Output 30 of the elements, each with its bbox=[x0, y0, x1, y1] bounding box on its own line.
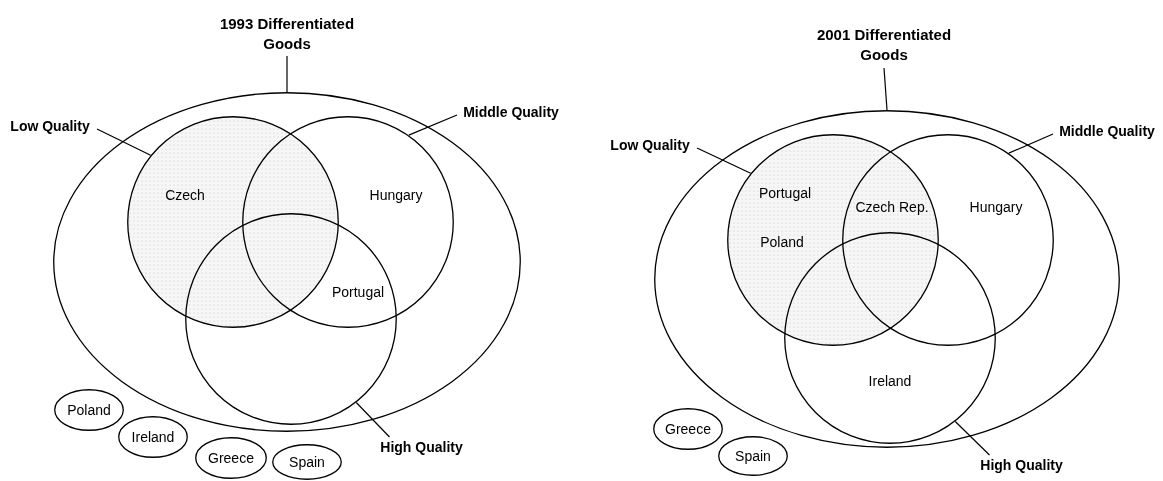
country-label: Czech Rep. bbox=[855, 199, 929, 215]
country-oval: Greece bbox=[195, 437, 267, 479]
country-label: Czech bbox=[165, 187, 205, 203]
country-oval: Poland bbox=[54, 389, 124, 431]
diagram-heading: 2001 Differentiated Goods bbox=[784, 22, 984, 68]
country-label: Hungary bbox=[369, 187, 423, 203]
set-label: Low Quality bbox=[603, 135, 697, 155]
leader-line bbox=[954, 420, 991, 456]
set-label: High Quality bbox=[373, 437, 470, 457]
diagram-heading: 1993 Differentiated Goods bbox=[187, 12, 387, 56]
country-oval: Greece bbox=[653, 408, 723, 450]
country-label: Poland bbox=[760, 234, 804, 250]
leader-line bbox=[696, 147, 752, 174]
leader-line bbox=[883, 67, 888, 111]
leader-line bbox=[96, 128, 152, 156]
country-oval: Ireland bbox=[118, 416, 188, 458]
set-label: Middle Quality bbox=[1053, 121, 1161, 141]
leader-line bbox=[1008, 133, 1054, 154]
country-label: Ireland bbox=[868, 373, 912, 389]
country-oval: Spain bbox=[272, 444, 342, 480]
country-label: Portugal bbox=[331, 284, 385, 300]
country-label: Hungary bbox=[969, 199, 1023, 215]
set-label: High Quality bbox=[973, 455, 1070, 475]
country-label: Portugal bbox=[758, 185, 812, 201]
leader-line bbox=[408, 114, 458, 136]
leader-line bbox=[286, 55, 288, 93]
set-label: Low Quality bbox=[3, 116, 97, 136]
set-label: Middle Quality bbox=[457, 102, 565, 122]
leader-line bbox=[355, 401, 391, 438]
country-oval: Spain bbox=[718, 436, 788, 476]
